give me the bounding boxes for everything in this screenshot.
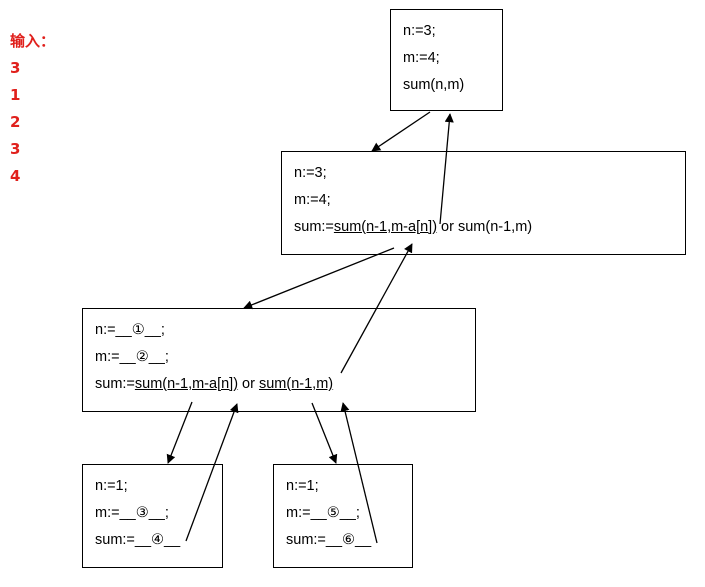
arrow-level1-return-root: [439, 113, 454, 225]
input-value: 2: [10, 113, 21, 131]
arrow-root-to-level1: [371, 111, 431, 152]
sum-call-include: sum(n-1,m-a[n]): [333, 219, 438, 235]
sum-prefix: sum:=: [294, 219, 334, 235]
arrow-leaf-b-return-level2: [340, 402, 378, 544]
input-title: 输入：: [10, 32, 56, 50]
m-blank-5: m:=__⑤__;: [286, 505, 360, 521]
n-blank-1: n:=__①__;: [95, 322, 165, 338]
arrow-level2-to-leaf-a: [166, 401, 193, 464]
sum-blank-4: sum:=__④__: [95, 532, 181, 548]
root-call-box: n:=3; m:=4; sum(n,m): [390, 9, 503, 111]
arrow-level2-return-level1: [340, 243, 413, 374]
m-blank-2: m:=__②__;: [95, 349, 169, 365]
n-assignment: n:=3;: [403, 23, 436, 39]
input-value: 1: [10, 86, 21, 104]
n-assignment: n:=3;: [294, 165, 327, 181]
sum-call-exclude: sum(n-1,m): [258, 376, 334, 392]
n-assignment: n:=1;: [286, 478, 319, 494]
sum-call: sum(n,m): [403, 77, 465, 93]
input-value: 3: [10, 59, 21, 77]
or-keyword: or: [238, 376, 259, 392]
level2-call-box: n:=__①__; m:=__②__; sum:=sum(n-1,m-a[n])…: [82, 308, 476, 412]
sum-assignment: sum:=sum(n-1,m-a[n]) or sum(n-1,m): [95, 371, 463, 398]
m-assignment: m:=4;: [403, 50, 440, 66]
arrow-level1-to-level2: [243, 247, 395, 310]
sum-blank-6: sum:=__⑥__: [286, 532, 372, 548]
n-assignment: n:=1;: [95, 478, 128, 494]
level1-call-box: n:=3; m:=4; sum:=sum(n-1,m-a[n]) or sum(…: [281, 151, 686, 255]
leaf-a-call-box: n:=1; m:=__③__; sum:=__④__: [82, 464, 223, 568]
arrow-leaf-a-return-level2: [185, 403, 239, 542]
m-assignment: m:=4;: [294, 192, 331, 208]
sum-assignment: sum:=sum(n-1,m-a[n]) or sum(n-1,m): [294, 214, 673, 241]
m-blank-3: m:=__③__;: [95, 505, 169, 521]
sum-prefix: sum:=: [95, 376, 135, 392]
input-panel: 输入： 3 1 2 3 4: [10, 28, 55, 190]
arrow-level2-to-leaf-b: [311, 402, 338, 464]
input-value: 4: [10, 167, 21, 185]
leaf-b-call-box: n:=1; m:=__⑤__; sum:=__⑥__: [273, 464, 413, 568]
sum-call-exclude: or sum(n-1,m): [437, 219, 533, 235]
input-value: 3: [10, 140, 21, 158]
sum-call-include: sum(n-1,m-a[n]): [134, 376, 239, 392]
